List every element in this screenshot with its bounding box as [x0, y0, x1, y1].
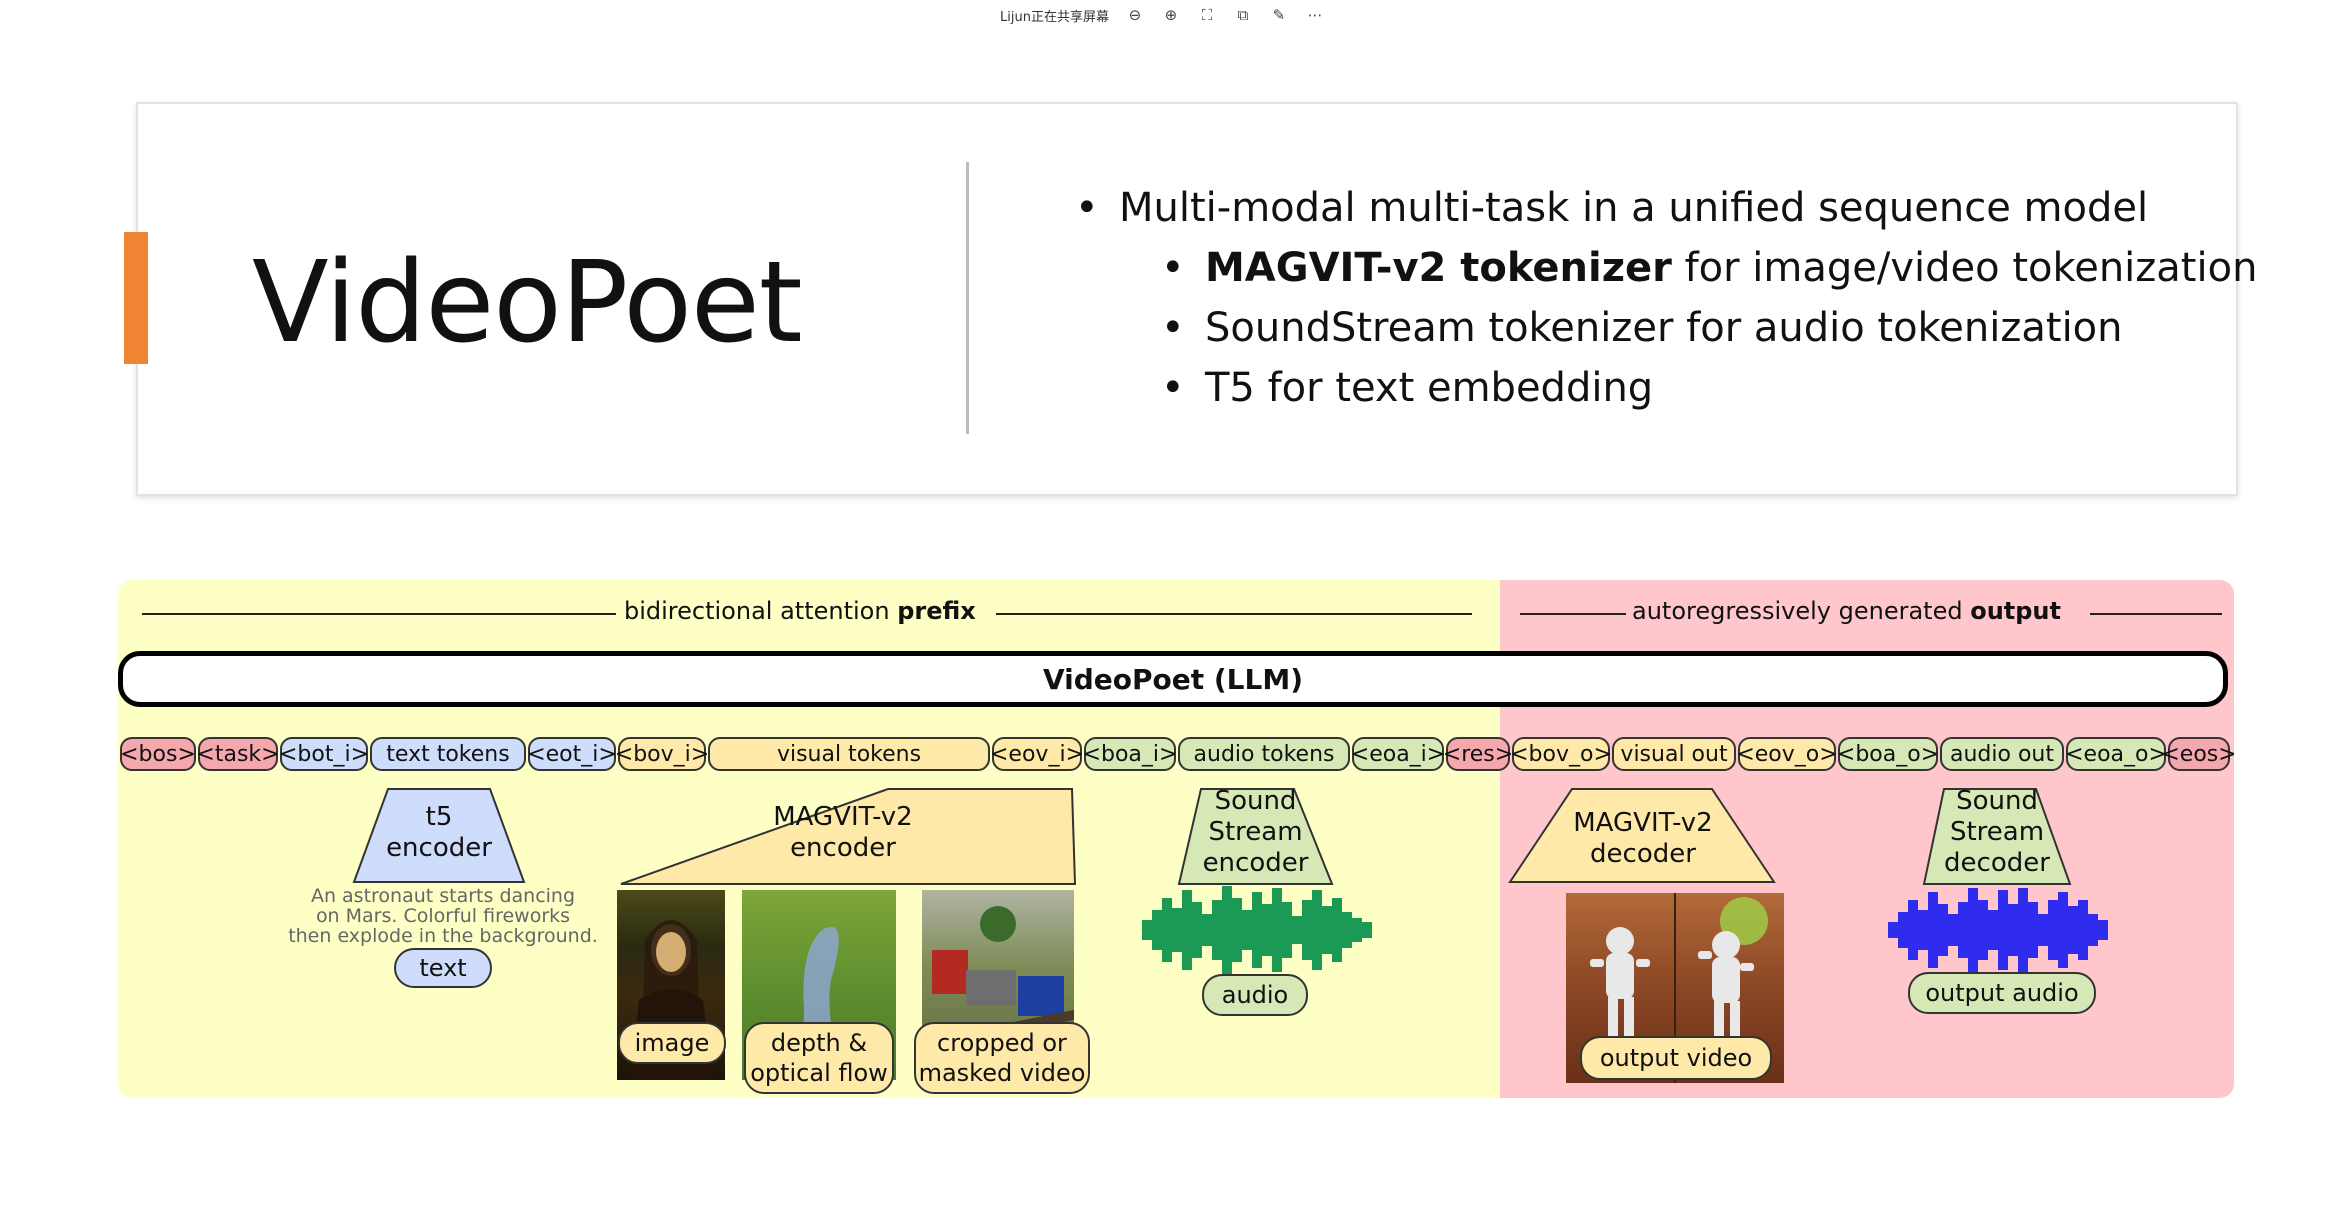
videopoet-diagram: bidirectional attention prefix autoregre…: [118, 580, 2234, 1098]
bullet-t5: T5 for text embedding: [1161, 358, 2257, 418]
token-visual-tokens: visual tokens: [708, 737, 990, 771]
bullet-soundstream: SoundStream tokenizer for audio tokeniza…: [1161, 298, 2257, 358]
soundstream-encoder-label: Sound Stream encoder: [1202, 786, 1309, 878]
token-bot-i: <bot_i>: [279, 737, 369, 771]
token-visual-out: visual out: [1612, 737, 1736, 771]
text-input-pill: text: [394, 948, 492, 988]
zoom-in-icon[interactable]: ⊕: [1164, 6, 1178, 24]
header-divider: [966, 162, 969, 434]
prefix-label: bidirectional attention prefix: [624, 597, 976, 625]
token-boa-i: <boa_i>: [1083, 737, 1177, 771]
text-prompt: An astronaut starts dancing on Mars. Col…: [288, 885, 598, 947]
magvit-encoder-shape: [620, 788, 1077, 885]
prefix-line-right: [996, 613, 1472, 615]
cropped-input-pill: cropped or masked video: [914, 1022, 1090, 1094]
share-status-text: Lijun正在共享屏幕: [1000, 9, 1109, 25]
magvit-decoder-label: MAGVIT-v2 decoder: [1573, 808, 1713, 869]
fit-screen-icon[interactable]: ⛶: [1201, 6, 1213, 24]
output-line-right: [2090, 613, 2222, 615]
token-eov-i: <eov_i>: [990, 737, 1084, 771]
output-line-left: [1520, 613, 1626, 615]
input-waveform: [1142, 886, 1372, 974]
token-eoa-o: <eoa_o>: [2065, 737, 2167, 771]
token-eov-o: <eov_o>: [1736, 737, 1838, 771]
slide-title: VideoPoet: [252, 238, 803, 368]
token-task: <task>: [196, 737, 280, 771]
new-window-icon[interactable]: ⧉: [1237, 6, 1249, 24]
token-boa-o: <boa_o>: [1837, 737, 1939, 771]
token-bov-i: <bov_i>: [615, 737, 709, 771]
prefix-line-left: [142, 613, 616, 615]
magvit-decoder-shape: [1508, 788, 1776, 883]
token-eot-i: <eot_i>: [527, 737, 617, 771]
token-audio-tokens: audio tokens: [1178, 737, 1350, 771]
annotate-icon[interactable]: ✎: [1272, 6, 1286, 24]
t5-encoder-label: t5 encoder: [386, 802, 492, 863]
llm-box: VideoPoet (LLM): [118, 651, 2228, 707]
bullet-list: Multi-modal multi-task in a unified sequ…: [1075, 178, 2257, 418]
depth-input-pill: depth & optical flow: [744, 1022, 894, 1094]
token-bov-o: <bov_o>: [1510, 737, 1612, 771]
t5-encoder-shape: [352, 788, 526, 883]
magvit-encoder-label: MAGVIT-v2 encoder: [773, 802, 913, 863]
audio-input-pill: audio: [1202, 974, 1308, 1016]
token-bos: <bos>: [120, 737, 196, 771]
more-icon[interactable]: ⋯: [1307, 6, 1323, 24]
encoder-decoder-shapes: [352, 788, 2072, 885]
bullet-magvit: MAGVIT-v2 tokenizer for image/video toke…: [1161, 238, 2257, 298]
token-text-tokens: text tokens: [370, 737, 526, 771]
token-eos: <eos>: [2161, 737, 2234, 771]
title-accent-bar: [124, 232, 148, 364]
output-video-pill: output video: [1580, 1036, 1772, 1080]
token-audio-out: audio out: [1940, 737, 2064, 771]
image-input-pill: image: [618, 1022, 726, 1064]
share-toolbar: Lijun正在共享屏幕 ⊖ ⊕ ⛶ ⧉ ✎ ⋯: [1000, 0, 1325, 30]
astronaut-scene: [1590, 893, 1768, 1083]
soundstream-decoder-shape: [1922, 788, 2072, 885]
output-waveform: [1888, 888, 2108, 972]
output-audio-pill: output audio: [1908, 972, 2096, 1014]
soundstream-encoder-shape: [1177, 788, 1334, 885]
bullet-unified-model: Multi-modal multi-task in a unified sequ…: [1075, 178, 2257, 238]
token-eoa-i: <eoa_i>: [1351, 737, 1445, 771]
token-res: <res>: [1443, 737, 1513, 771]
output-label: autoregressively generated output: [1632, 597, 2061, 625]
zoom-out-icon[interactable]: ⊖: [1128, 6, 1142, 24]
soundstream-decoder-label: Sound Stream decoder: [1944, 786, 2050, 878]
